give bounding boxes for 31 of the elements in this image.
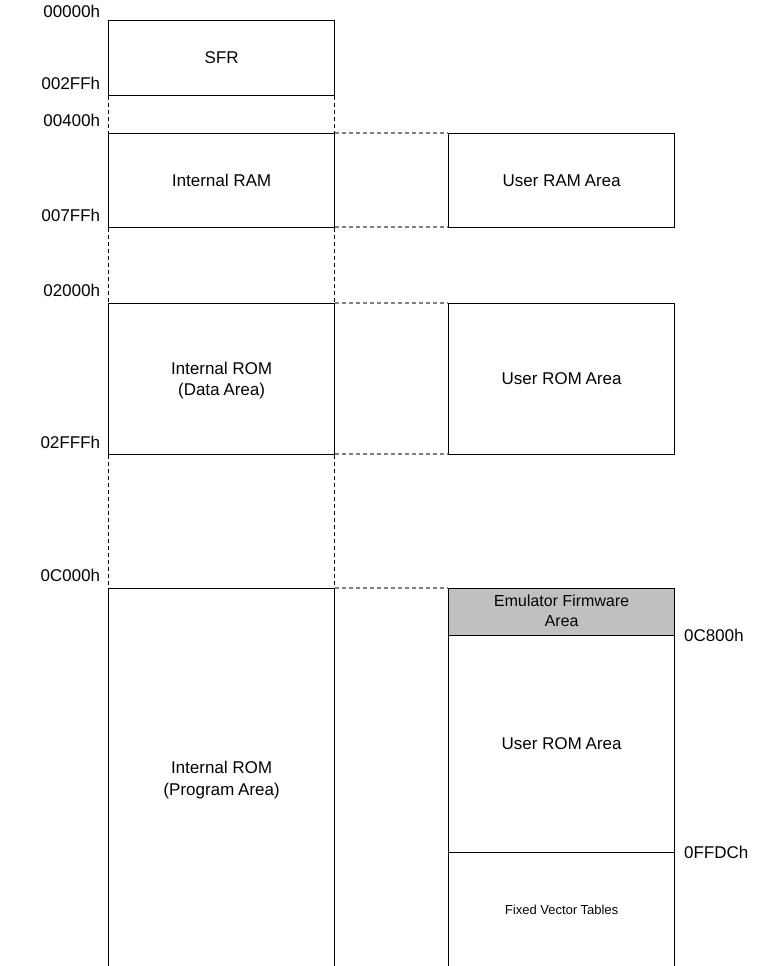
address-label: 02000h	[43, 281, 100, 301]
block-label: Internal RAM	[170, 170, 272, 192]
memory-block	[448, 636, 675, 853]
memory-block	[448, 303, 675, 455]
address-label: 002FFh	[41, 74, 100, 94]
mapping-line	[334, 132, 448, 228]
memory-block	[448, 853, 675, 966]
reserved-memory-block	[448, 588, 675, 636]
memory-block	[448, 133, 675, 228]
mapping-line	[108, 96, 335, 134]
address-label: 007FFh	[41, 206, 100, 226]
block-label: SFR	[204, 47, 240, 69]
mapping-line	[334, 302, 448, 454]
mapping-line	[108, 228, 335, 304]
block-label: Internal ROM (Program Area)	[162, 757, 281, 800]
address-label: 00000h	[43, 2, 100, 22]
block-label: Internal ROM (Data Area)	[170, 358, 274, 400]
address-label: 0FFDCh	[684, 843, 748, 863]
block-label: Emulator Firmware Area	[492, 592, 630, 632]
memory-block	[108, 303, 335, 455]
block-label: User ROM Area	[500, 733, 622, 755]
address-label: 0C000h	[40, 566, 100, 586]
block-label: Fixed Vector Tables	[504, 902, 620, 919]
block-label: User ROM Area	[500, 368, 622, 390]
memory-block	[108, 133, 335, 228]
memory-block	[108, 20, 335, 96]
address-label: 00400h	[43, 111, 100, 131]
address-label: 02FFFh	[40, 433, 100, 453]
address-label: 0C800h	[684, 626, 744, 646]
block-label: User RAM Area	[501, 170, 622, 192]
memory-block	[108, 588, 335, 966]
